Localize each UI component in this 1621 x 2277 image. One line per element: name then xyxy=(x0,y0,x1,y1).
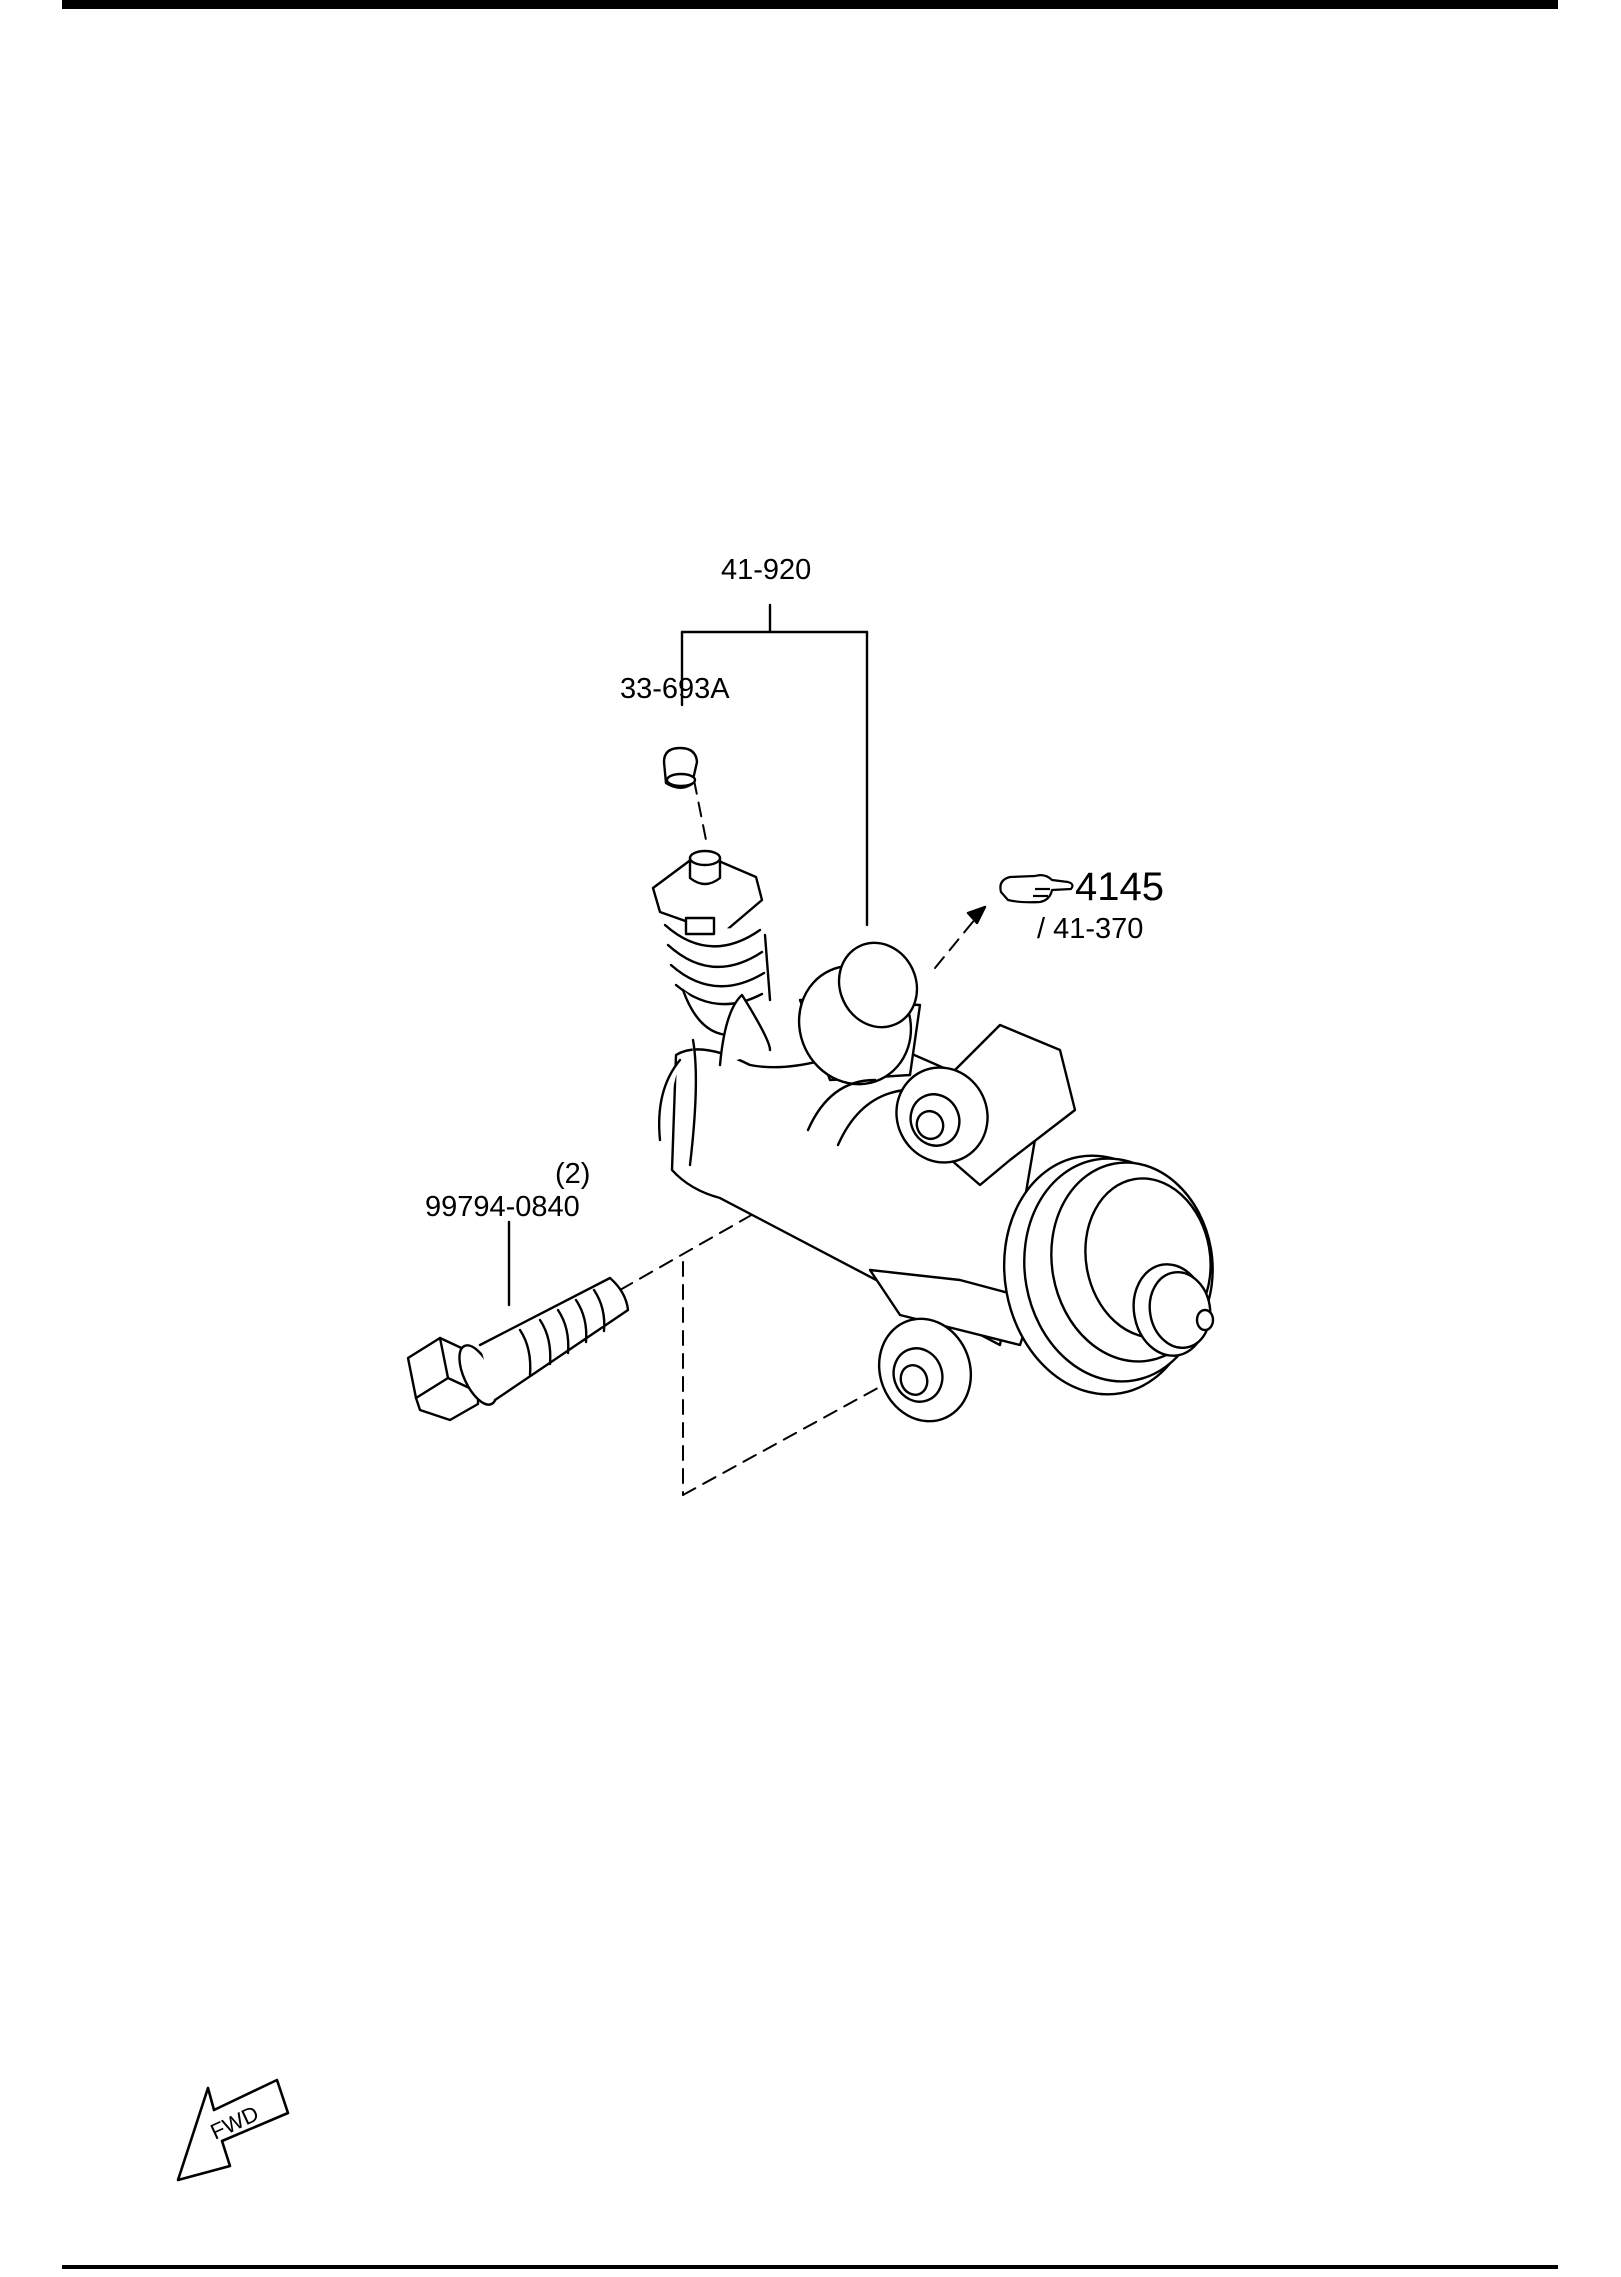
fwd-arrow-icon: FWD xyxy=(176,2078,290,2182)
bleeder-screw xyxy=(651,849,772,1037)
push-rod-boot xyxy=(1002,1154,1215,1396)
ribs xyxy=(806,1078,907,1147)
lower-mount-ear xyxy=(868,1268,1037,1423)
callout-ref-page-4145: 4145 xyxy=(1075,865,1164,909)
callout-ref-part-41-370: / 41-370 xyxy=(1037,913,1144,945)
port-boss xyxy=(797,941,922,1086)
upper-mount-ear xyxy=(895,1023,1077,1187)
flange-bolt xyxy=(406,1276,630,1422)
assembly-bracket xyxy=(680,603,869,927)
bleeder-cap xyxy=(662,746,699,789)
arrow-head xyxy=(966,905,987,925)
callout-bleeder-cap-33-693a: 33-693A xyxy=(620,673,730,705)
callout-assembly-41-920: 41-920 xyxy=(721,554,812,586)
top-rule xyxy=(62,0,1558,9)
bottom-rule xyxy=(62,2265,1558,2269)
callout-bolt-quantity: (2) xyxy=(555,1158,591,1190)
pointing-hand-icon xyxy=(999,874,1074,904)
callout-bolt-99794-0840: 99794-0840 xyxy=(425,1191,580,1223)
